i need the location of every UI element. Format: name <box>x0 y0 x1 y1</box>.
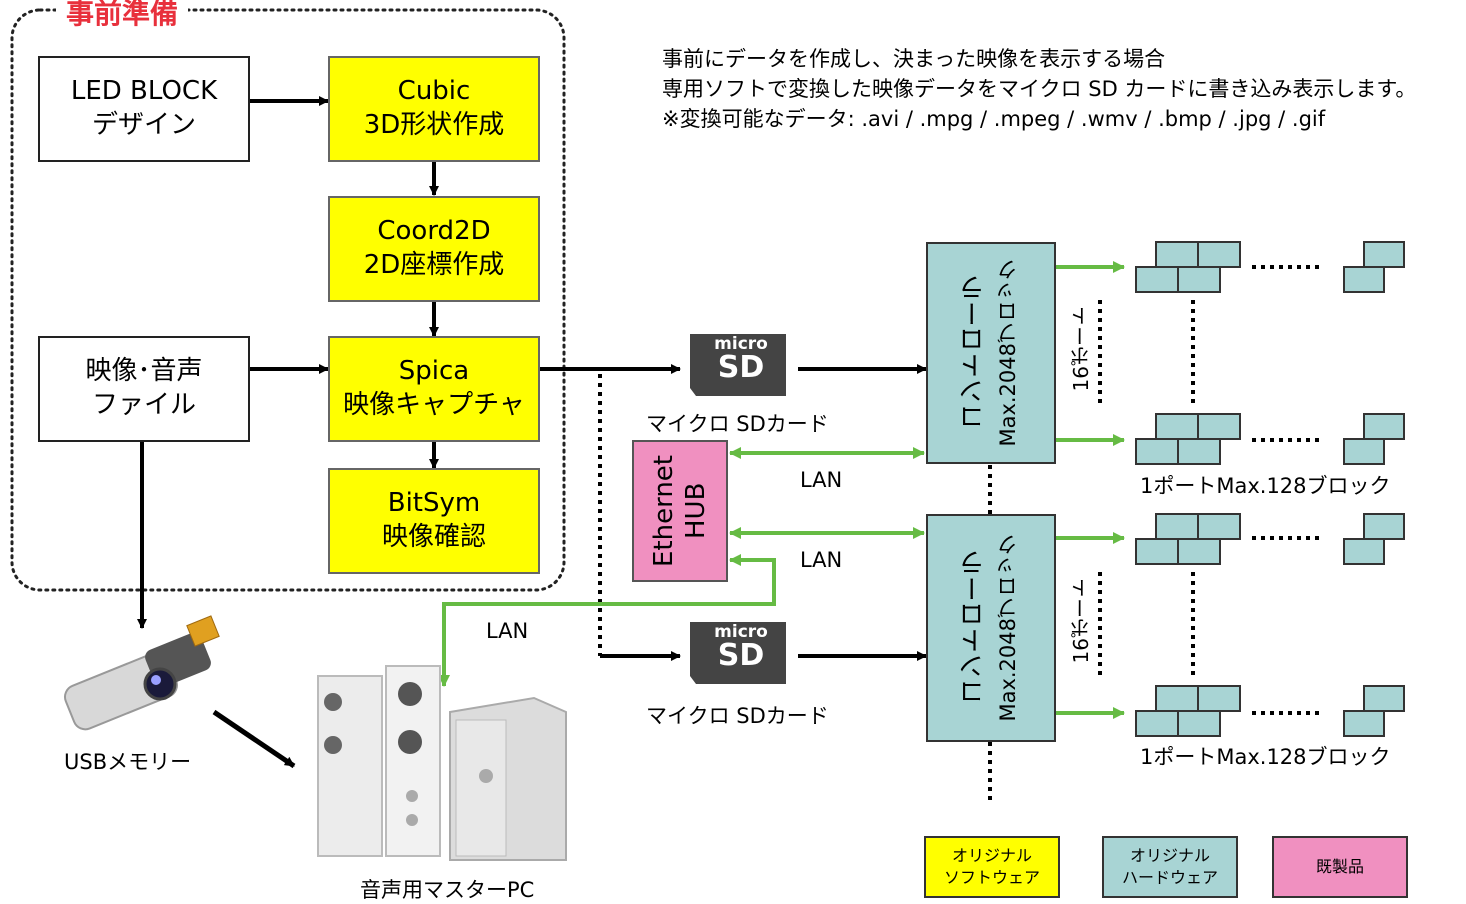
description-line2: 専用ソフトで変換した映像データをマイクロ SD カードに書き込み表示します。 <box>662 77 1417 101</box>
legend-original-software: オリジナル ソフトウェア <box>924 836 1060 898</box>
lan-label-2: LAN <box>800 548 843 572</box>
bitsym-box: BitSym 映像確認 <box>328 468 540 574</box>
controller-1-box: コントローラ Max.2048ブロック <box>926 242 1056 464</box>
cubic-line1: Cubic <box>397 76 471 107</box>
sd-card-text-1: micro SD <box>700 336 782 383</box>
description: 事前にデータを作成し、決まった映像を表示する場合 専用ソフトで変換した映像データ… <box>662 44 1416 134</box>
ports-label-2: 16ポート <box>1069 578 1093 664</box>
sd-card-text-2: micro SD <box>700 624 782 671</box>
legend-original-hardware: オリジナル ハードウェア <box>1102 836 1238 898</box>
controller-1-name: コントローラ <box>959 275 989 431</box>
arrow-usb-to-pc <box>212 709 296 769</box>
led-block-small-1 <box>1343 241 1405 293</box>
port-max-label-1: 1ポートMax.128ブロック <box>1140 474 1391 498</box>
led-block-group-4 <box>1135 685 1241 737</box>
legend-off-the-shelf: 既製品 <box>1272 836 1408 898</box>
legend-software-line1: オリジナル <box>951 846 1032 866</box>
spica-line2: 映像キャプチャ <box>343 390 525 420</box>
sd-card-label-1: マイクロ SDカード <box>646 412 829 436</box>
prep-title: 事前準備 <box>56 0 189 32</box>
led-block-group-3 <box>1135 513 1241 565</box>
ports-label-1: 16ポート <box>1069 306 1093 392</box>
led-block-group-1 <box>1135 241 1241 293</box>
sd-card-icon-2 <box>690 622 786 684</box>
sd-card-label-2: マイクロ SDカード <box>646 704 829 728</box>
lan-label-3: LAN <box>486 619 529 643</box>
usb-label: USBメモリー <box>64 750 192 774</box>
sd-card-icon-bottom-2: SD <box>717 638 765 673</box>
legend-software-line2: ソフトウェア <box>943 868 1040 887</box>
video-audio-line1: 映像･音声 <box>85 356 203 387</box>
video-audio-line2: ファイル <box>91 390 196 420</box>
sd-card-icon-top-2: micro <box>714 622 768 642</box>
spica-line1: Spica <box>398 356 470 387</box>
controller-2-box: コントローラ Max.2048ブロック <box>926 514 1056 742</box>
led-block-small-4 <box>1343 685 1405 737</box>
controller-2-capacity: Max.2048ブロック <box>996 534 1020 722</box>
sd-card-icon-bottom-1: SD <box>717 350 765 385</box>
led-block-line2: デザイン <box>91 110 196 140</box>
usb-memory-icon <box>64 615 220 731</box>
sd-card-icon-1 <box>690 334 786 396</box>
bitsym-line2: 映像確認 <box>381 522 486 552</box>
led-block-small-2 <box>1343 413 1405 465</box>
sd-card-icon-top-1: micro <box>714 334 768 354</box>
controller-2-name: コントローラ <box>959 550 989 706</box>
spica-box: Spica 映像キャプチャ <box>328 336 540 442</box>
ethernet-hub-box: Ethernet HUB <box>632 440 728 582</box>
coord2d-box: Coord2D 2D座標作成 <box>328 196 540 302</box>
port-max-label-2: 1ポートMax.128ブロック <box>1140 745 1391 769</box>
cubic-line2: 3D形状作成 <box>363 110 505 140</box>
lan-label-1: LAN <box>800 468 843 492</box>
description-line3: ※変換可能なデータ: .avi / .mpg / .mpeg / .wmv / … <box>662 107 1326 131</box>
led-block-design-box: LED BLOCK デザイン <box>38 56 250 162</box>
coord2d-line1: Coord2D <box>377 216 491 247</box>
led-block-small-3 <box>1343 513 1405 565</box>
ethernet-hub-line2: HUB <box>681 482 711 540</box>
led-block-group-2 <box>1135 413 1241 465</box>
bitsym-line1: BitSym <box>387 488 481 519</box>
pc-speakers-icon <box>317 665 567 861</box>
legend-hardware-line2: ハードウェア <box>1121 868 1218 887</box>
coord2d-line2: 2D座標作成 <box>363 250 505 280</box>
legend-off-the-shelf-label: 既製品 <box>1315 857 1364 877</box>
video-audio-file-box: 映像･音声 ファイル <box>38 336 250 442</box>
legend-hardware-line1: オリジナル <box>1129 846 1210 866</box>
prep-frame <box>10 8 566 592</box>
description-line1: 事前にデータを作成し、決まった映像を表示する場合 <box>662 47 1166 71</box>
lan-line-hub-pc <box>438 554 776 687</box>
controller-1-capacity: Max.2048ブロック <box>996 259 1020 447</box>
pc-label: 音声用マスターPC <box>360 878 535 902</box>
cubic-box: Cubic 3D形状作成 <box>328 56 540 162</box>
led-block-line1: LED BLOCK <box>70 76 218 107</box>
ethernet-hub-line1: Ethernet <box>649 455 679 567</box>
